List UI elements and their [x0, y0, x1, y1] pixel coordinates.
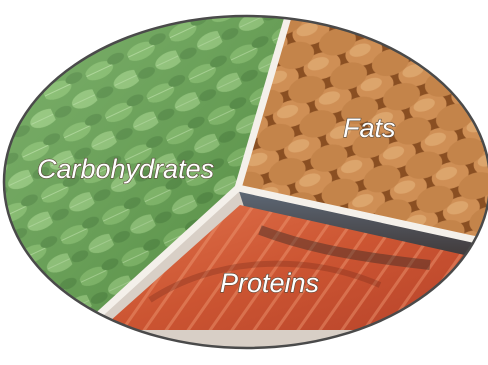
carbohydrates-label: Carbohydrates	[37, 154, 214, 184]
proteins-label: Proteins	[220, 268, 319, 298]
fats-label: Fats	[343, 113, 396, 143]
